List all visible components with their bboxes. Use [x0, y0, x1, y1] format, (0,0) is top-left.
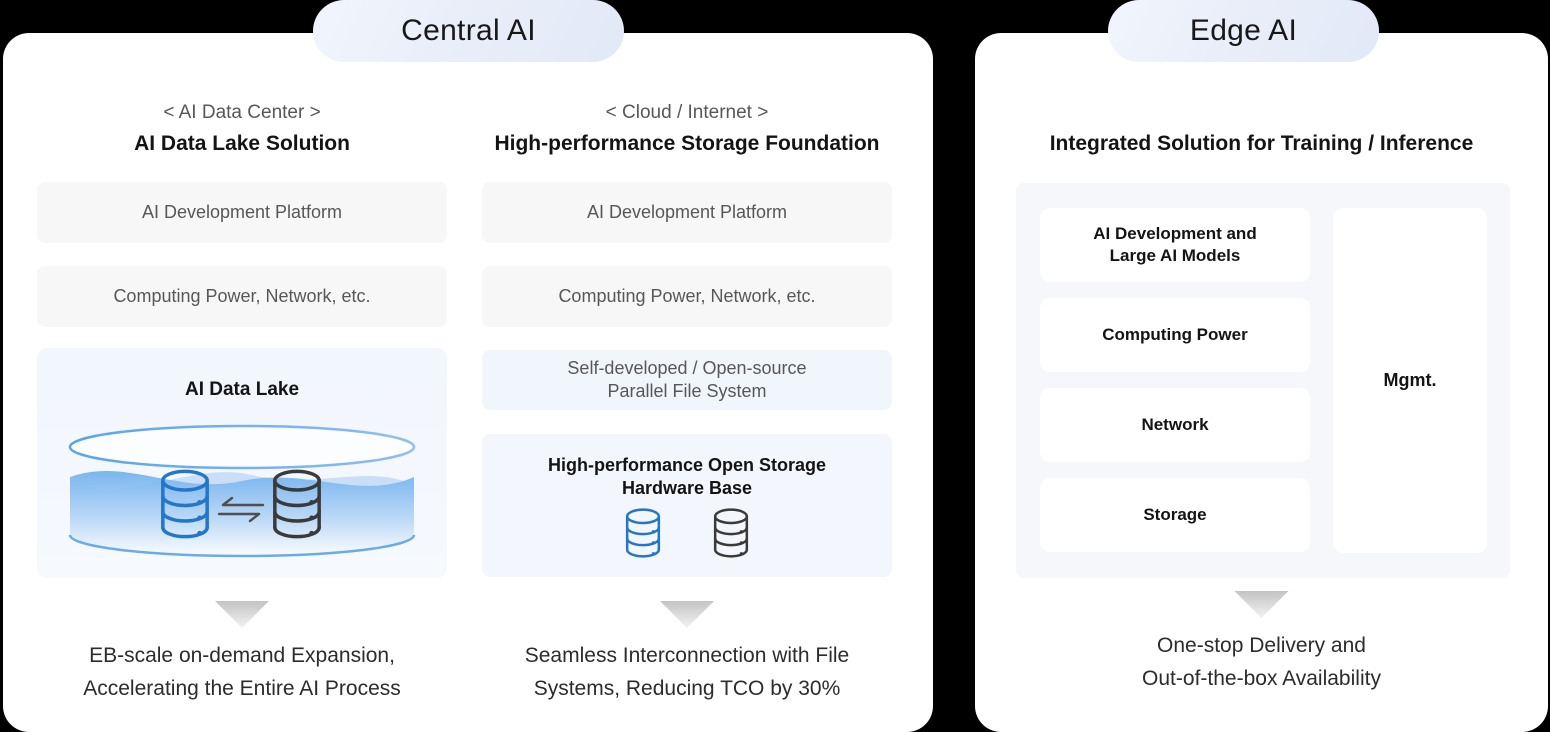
parallel-file-system-box: Self-developed / Open-source Parallel Fi…: [482, 350, 892, 410]
down-arrow-icon: [660, 601, 714, 628]
edge-ai-pill-label: Edge AI: [1189, 14, 1298, 47]
ai-data-lake-title: AI Data Lake: [184, 379, 300, 400]
result-caption: Seamless Interconnection with File Syste…: [482, 639, 892, 705]
caption-line: Out-of-the-box Availability: [1142, 667, 1381, 690]
section-heading: AI Data Lake Solution: [134, 132, 350, 155]
exchange-arrow-icon: [217, 496, 265, 523]
edge-layer-stack: AI Development and Large AI Models Compu…: [1040, 208, 1310, 552]
result-caption: One-stop Delivery and Out-of-the-box Ava…: [975, 629, 1548, 695]
database-icon-blue: [623, 508, 663, 558]
section-heading: High-performance Storage Foundation: [494, 132, 880, 155]
central-ai-card: < AI Data Center > AI Data Lake Solution…: [3, 33, 933, 732]
edge-box-computing-power: Computing Power: [1040, 298, 1310, 372]
ai-data-lake-box: AI Data Lake: [37, 348, 447, 578]
caption-line: One-stop Delivery and: [1157, 634, 1366, 657]
caption-line: Accelerating the Entire AI Process: [83, 677, 401, 700]
edge-ai-card: Integrated Solution for Training / Infer…: [975, 33, 1548, 732]
layer-box-ai-development-platform: AI Development Platform: [37, 182, 447, 243]
layer-box-ai-development-platform: AI Development Platform: [482, 182, 892, 243]
hardware-base-title: High-performance Open Storage Hardware B…: [548, 454, 826, 500]
column-ai-data-center: < AI Data Center > AI Data Lake Solution…: [37, 33, 447, 700]
column-cloud-internet: < Cloud / Internet > High-performance St…: [482, 33, 892, 700]
lake-top-rim: [68, 424, 416, 470]
layer-box-computing-power: Computing Power, Network, etc.: [482, 266, 892, 327]
mgmt-box: Mgmt.: [1333, 208, 1487, 553]
down-arrow-icon: [1234, 591, 1289, 618]
section-tag: < AI Data Center >: [163, 102, 321, 123]
data-lake-illustration: [68, 424, 416, 558]
layer-box-computing-power: Computing Power, Network, etc.: [37, 266, 447, 327]
central-ai-pill-label: Central AI: [401, 14, 536, 47]
edge-box-network: Network: [1040, 388, 1310, 462]
result-caption: EB-scale on-demand Expansion, Accelerati…: [37, 639, 447, 705]
file-system-line: Self-developed / Open-source: [567, 358, 807, 378]
hardware-title-line: Hardware Base: [621, 477, 753, 498]
hardware-icons: [623, 508, 751, 558]
file-system-line: Parallel File System: [607, 381, 767, 401]
section-tag: < Cloud / Internet >: [605, 102, 769, 123]
caption-line: EB-scale on-demand Expansion,: [89, 644, 395, 667]
database-icon-dark: [711, 508, 751, 558]
edge-ai-pill: Edge AI: [1108, 0, 1379, 62]
edge-heading: Integrated Solution for Training / Infer…: [1049, 132, 1474, 155]
lake-bottom-rim: [68, 534, 416, 558]
caption-line: Seamless Interconnection with File: [524, 644, 850, 667]
edge-solution-panel: AI Development and Large AI Models Compu…: [1016, 183, 1510, 578]
edge-box-storage: Storage: [1040, 478, 1310, 552]
storage-hardware-base-box: High-performance Open Storage Hardware B…: [482, 434, 892, 577]
caption-line: Systems, Reducing TCO by 30%: [533, 677, 841, 700]
central-ai-pill: Central AI: [313, 0, 624, 62]
down-arrow-icon: [215, 601, 269, 628]
hardware-title-line: High-performance Open Storage: [547, 454, 827, 475]
edge-box-ai-development: AI Development and Large AI Models: [1040, 208, 1310, 282]
